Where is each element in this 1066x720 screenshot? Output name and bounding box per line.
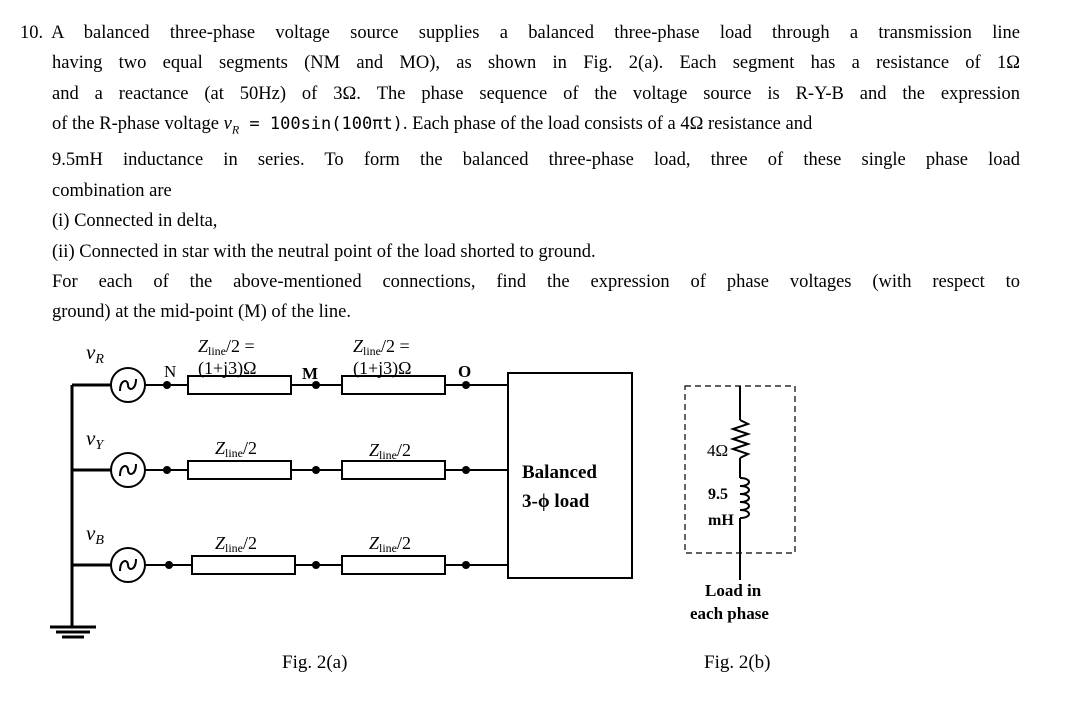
question-line-1: 10. A balanced three-phase voltage sourc… [20,18,1020,48]
z-label-r1: Zline/2 = [198,336,255,358]
question-number: 10. [20,23,44,43]
node-m: M [302,364,318,383]
inductance-label-1: 9.5 [708,486,728,503]
phase-r-dots [163,381,470,389]
question-line-8: (ii) Connected in star with the neutral … [52,241,596,262]
inductance-label-2: mH [708,512,734,529]
phase-b-line [145,555,508,575]
source-b-icon [110,547,146,583]
phase-y-line [145,460,508,480]
vr-expression: = 100sin(100πt) [239,114,403,135]
question-line-5: 9.5mH inductance in series. To form the … [52,150,1020,171]
z-label-y1: Zline/2 [215,438,257,460]
node-o: O [458,362,471,381]
question-line-7: (i) Connected in delta, [52,211,218,232]
fig-b-caption: Fig. 2(b) [704,652,771,673]
label-vy: vY [86,426,105,453]
vr-symbol: v [223,114,232,135]
phase-r-line [145,375,508,395]
question-line-4: of the R-phase voltage vR = 100sin(100πt… [52,114,813,137]
question-text: 10. A balanced three-phase voltage sourc… [20,18,1020,328]
ground-icon [50,625,96,639]
z-value-r2: (1+j3)Ω [353,358,412,379]
question-line-3: and a reactance (at 50Hz) of 3Ω. The pha… [52,83,1020,104]
phase-y-dots [163,466,470,474]
inductor-icon [739,477,750,519]
resistor-icon [729,419,752,459]
load-label-2: 3-ϕ load [522,491,590,512]
z-value-r1: (1+j3)Ω [198,358,257,379]
question-line-6: combination are [52,180,172,201]
source-r-icon [110,367,146,403]
load-caption-1: Load in [705,581,762,600]
z-label-b2: Zline/2 [369,533,411,555]
z-label-y2: Zline/2 [369,440,411,462]
node-n: N [164,362,176,381]
label-vr: vR [86,340,104,367]
phase-b-dots [165,561,470,569]
load-caption-2: each phase [690,604,769,623]
question-line-2: having two equal segments (NM and MO), a… [52,53,1020,74]
source-y-icon [110,452,146,488]
z-label-b1: Zline/2 [215,533,257,555]
resistance-label: 4Ω [707,441,728,460]
question-line-10: ground) at the mid-point (M) of the line… [52,302,352,323]
question-line-9: For each of the above-mentioned connecti… [52,271,1020,292]
ground-bus [70,383,128,628]
load-box [507,372,633,579]
fig-a-caption: Fig. 2(a) [282,652,347,673]
load-label-1: Balanced [522,462,597,483]
label-vb: vB [86,521,104,548]
z-label-r2: Zline/2 = [353,336,410,358]
